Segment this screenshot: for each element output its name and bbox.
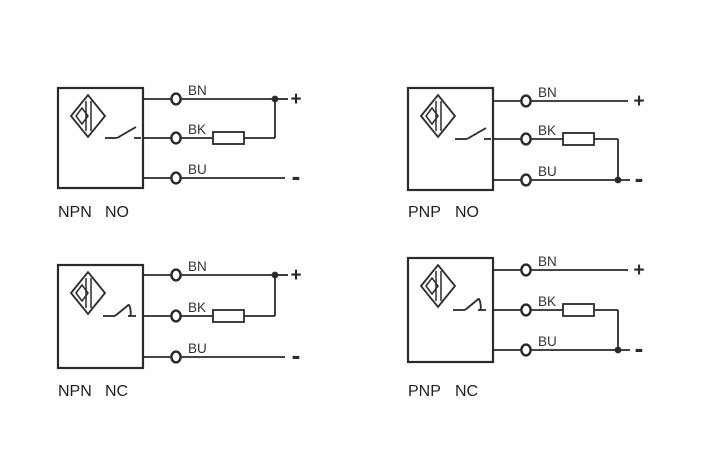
proximity-sensor-icon bbox=[419, 263, 457, 309]
wire-label-bk: BK bbox=[538, 294, 556, 309]
diagram-pnp-no: BN BK BU + - PNP NO bbox=[406, 85, 645, 221]
diagram-pnp-nc: BN BK BU + - PNP NC bbox=[406, 254, 645, 400]
wire-label-bk: BK bbox=[188, 300, 206, 315]
diagram-title-contact: NC bbox=[105, 383, 128, 400]
diagram-npn-no: BN BK BU + - NPN NO bbox=[56, 83, 302, 221]
sensor-inner-diamond bbox=[425, 276, 439, 296]
positive-terminal-label: + bbox=[633, 260, 644, 281]
sensor-diamond-outline bbox=[69, 93, 107, 139]
load-resistor bbox=[562, 132, 595, 146]
load-resistor bbox=[212, 131, 245, 145]
switch-no-icon bbox=[105, 126, 141, 139]
terminal-circle-bu bbox=[170, 350, 182, 364]
proximity-sensor-icon bbox=[69, 270, 107, 316]
negative-terminal-label: - bbox=[292, 161, 301, 191]
positive-terminal-label: + bbox=[633, 91, 644, 112]
wire-label-bk: BK bbox=[538, 123, 556, 138]
diagram-title-type: NPN bbox=[58, 204, 92, 221]
sensor-inner-diamond bbox=[75, 283, 89, 303]
sensor-inner-diamond bbox=[75, 106, 89, 126]
sensor-box bbox=[406, 86, 495, 192]
diagram-title-contact: NO bbox=[105, 204, 129, 221]
switch-contact-arm bbox=[114, 303, 130, 317]
proximity-sensor-icon bbox=[69, 93, 107, 139]
terminal-circle-bu bbox=[520, 173, 532, 187]
switch-nc-icon bbox=[103, 303, 136, 317]
terminal-circle-bu bbox=[520, 343, 532, 357]
wire-label-bu: BU bbox=[188, 162, 207, 177]
proximity-sensor-icon bbox=[419, 93, 457, 139]
wire-label-bn: BN bbox=[188, 259, 207, 274]
terminal-circle-bk bbox=[170, 309, 182, 323]
sensor-diamond-outline bbox=[69, 270, 107, 316]
positive-terminal-label: + bbox=[290, 89, 301, 110]
terminal-circle-bk bbox=[520, 303, 532, 317]
diagram-title-type: PNP bbox=[408, 383, 441, 400]
terminal-circle-bn bbox=[170, 268, 182, 282]
negative-terminal-label: - bbox=[292, 340, 301, 370]
diagram-title-contact: NO bbox=[455, 204, 479, 221]
wire-label-bn: BN bbox=[538, 254, 557, 269]
diagram-title-type: NPN bbox=[58, 383, 92, 400]
terminal-circle-bn bbox=[520, 94, 532, 108]
switch-contact-arm bbox=[464, 297, 480, 311]
negative-terminal-label: - bbox=[635, 163, 644, 193]
terminal-circle-bu bbox=[170, 171, 182, 185]
sensor-inner-diamond bbox=[425, 106, 439, 126]
diagram-title-type: PNP bbox=[408, 204, 441, 221]
wire-label-bu: BU bbox=[538, 334, 557, 349]
wire-label-bu: BU bbox=[538, 164, 557, 179]
wire-label-bn: BN bbox=[538, 85, 557, 100]
switch-nc-icon bbox=[453, 297, 486, 311]
diagram-npn-nc: BN BK BU + - NPN NC bbox=[56, 259, 302, 400]
wire-label-bn: BN bbox=[188, 83, 207, 98]
positive-terminal-label: + bbox=[290, 265, 301, 286]
sensor-box bbox=[56, 86, 145, 190]
switch-no-icon bbox=[455, 127, 491, 140]
terminal-circle-bk bbox=[170, 131, 182, 145]
junction-dot bbox=[271, 95, 279, 103]
sensor-diamond-outline bbox=[419, 263, 457, 309]
diagram-title-contact: NC bbox=[455, 383, 478, 400]
wire-label-bk: BK bbox=[188, 122, 206, 137]
load-resistor bbox=[212, 309, 245, 323]
terminal-circle-bn bbox=[170, 92, 182, 106]
wire-label-bu: BU bbox=[188, 341, 207, 356]
terminal-circle-bn bbox=[520, 263, 532, 277]
sensor-diamond-outline bbox=[419, 93, 457, 139]
junction-dot bbox=[271, 271, 279, 279]
switch-contact-arm bbox=[466, 127, 487, 140]
terminal-circle-bk bbox=[520, 132, 532, 146]
load-resistor bbox=[562, 303, 595, 317]
negative-terminal-label: - bbox=[635, 333, 644, 363]
switch-contact-arm bbox=[116, 126, 137, 139]
